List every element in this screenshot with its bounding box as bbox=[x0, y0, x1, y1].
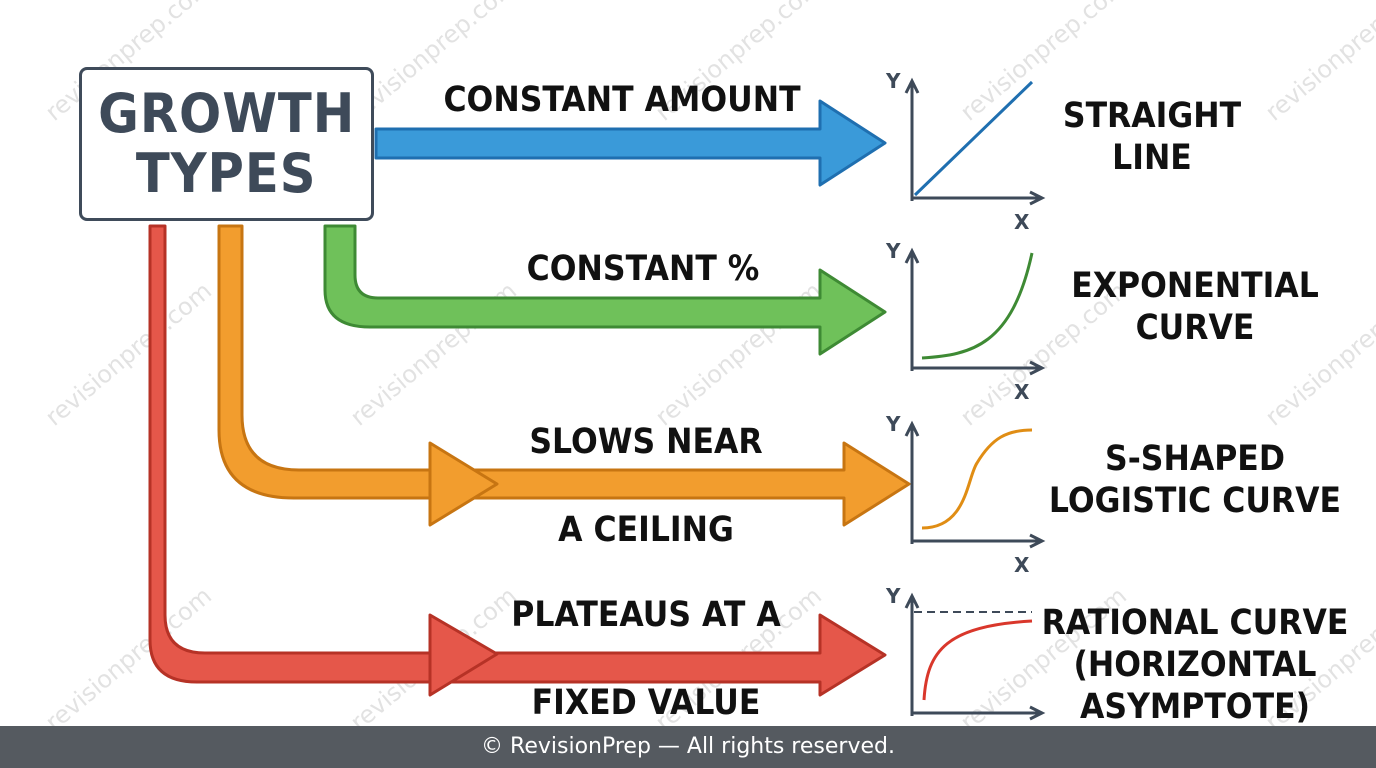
result-logistic: S-SHAPED LOGISTIC CURVE bbox=[1049, 438, 1341, 522]
result-line: RATIONAL CURVE bbox=[1041, 603, 1349, 643]
title-line-1: GROWTH bbox=[97, 82, 356, 145]
y-axis-label: Y bbox=[885, 69, 901, 93]
y-axis-label: Y bbox=[885, 239, 901, 263]
label-constant-percent: CONSTANT % bbox=[526, 249, 760, 289]
copyright-footer: © RevisionPrep — All rights reserved. bbox=[0, 726, 1376, 768]
x-axis-label: X bbox=[1014, 553, 1030, 577]
arrow-plateau bbox=[148, 224, 887, 697]
y-axis-label: Y bbox=[885, 412, 901, 436]
logistic-chart: Y X bbox=[885, 412, 1046, 577]
arrow-constant-amount bbox=[374, 99, 887, 187]
x-axis-label: X bbox=[1014, 380, 1030, 404]
title-line-2: TYPES bbox=[136, 142, 317, 205]
rational-chart: Y X bbox=[885, 584, 1046, 749]
result-line: S-SHAPED bbox=[1105, 439, 1285, 479]
arrow-constant-percent bbox=[323, 224, 887, 356]
arrow-ceiling bbox=[217, 224, 911, 527]
label-fixed-value: FIXED VALUE bbox=[531, 683, 761, 723]
result-exponential: EXPONENTIAL CURVE bbox=[1071, 265, 1319, 349]
result-rational: RATIONAL CURVE (HORIZONTAL ASYMPTOTE) bbox=[1042, 602, 1349, 728]
label-slows-near: SLOWS NEAR bbox=[529, 422, 763, 462]
label-constant-amount: CONSTANT AMOUNT bbox=[443, 80, 801, 120]
result-straight-line: STRAIGHT LINE bbox=[1063, 95, 1241, 179]
arrow-plateau-mid-head bbox=[428, 613, 499, 697]
result-line: STRAIGHT bbox=[1062, 96, 1242, 136]
y-axis-label: Y bbox=[885, 584, 901, 608]
exponential-chart: Y X bbox=[885, 239, 1046, 404]
result-line: EXPONENTIAL bbox=[1071, 266, 1319, 306]
label-plateaus-at: PLATEAUS AT A bbox=[511, 595, 781, 635]
arrow-ceiling-mid-head bbox=[428, 441, 499, 527]
title-box: GROWTH TYPES bbox=[79, 67, 374, 221]
result-line: CURVE bbox=[1135, 308, 1255, 348]
result-line: LOGISTIC CURVE bbox=[1048, 481, 1342, 521]
x-axis-label: X bbox=[1014, 210, 1030, 234]
result-line: LINE bbox=[1112, 138, 1192, 178]
label-a-ceiling: A CEILING bbox=[558, 510, 734, 550]
straight-line-chart: Y X bbox=[885, 69, 1046, 234]
result-line: (HORIZONTAL bbox=[1073, 645, 1317, 685]
result-line: ASYMPTOTE) bbox=[1080, 687, 1310, 727]
